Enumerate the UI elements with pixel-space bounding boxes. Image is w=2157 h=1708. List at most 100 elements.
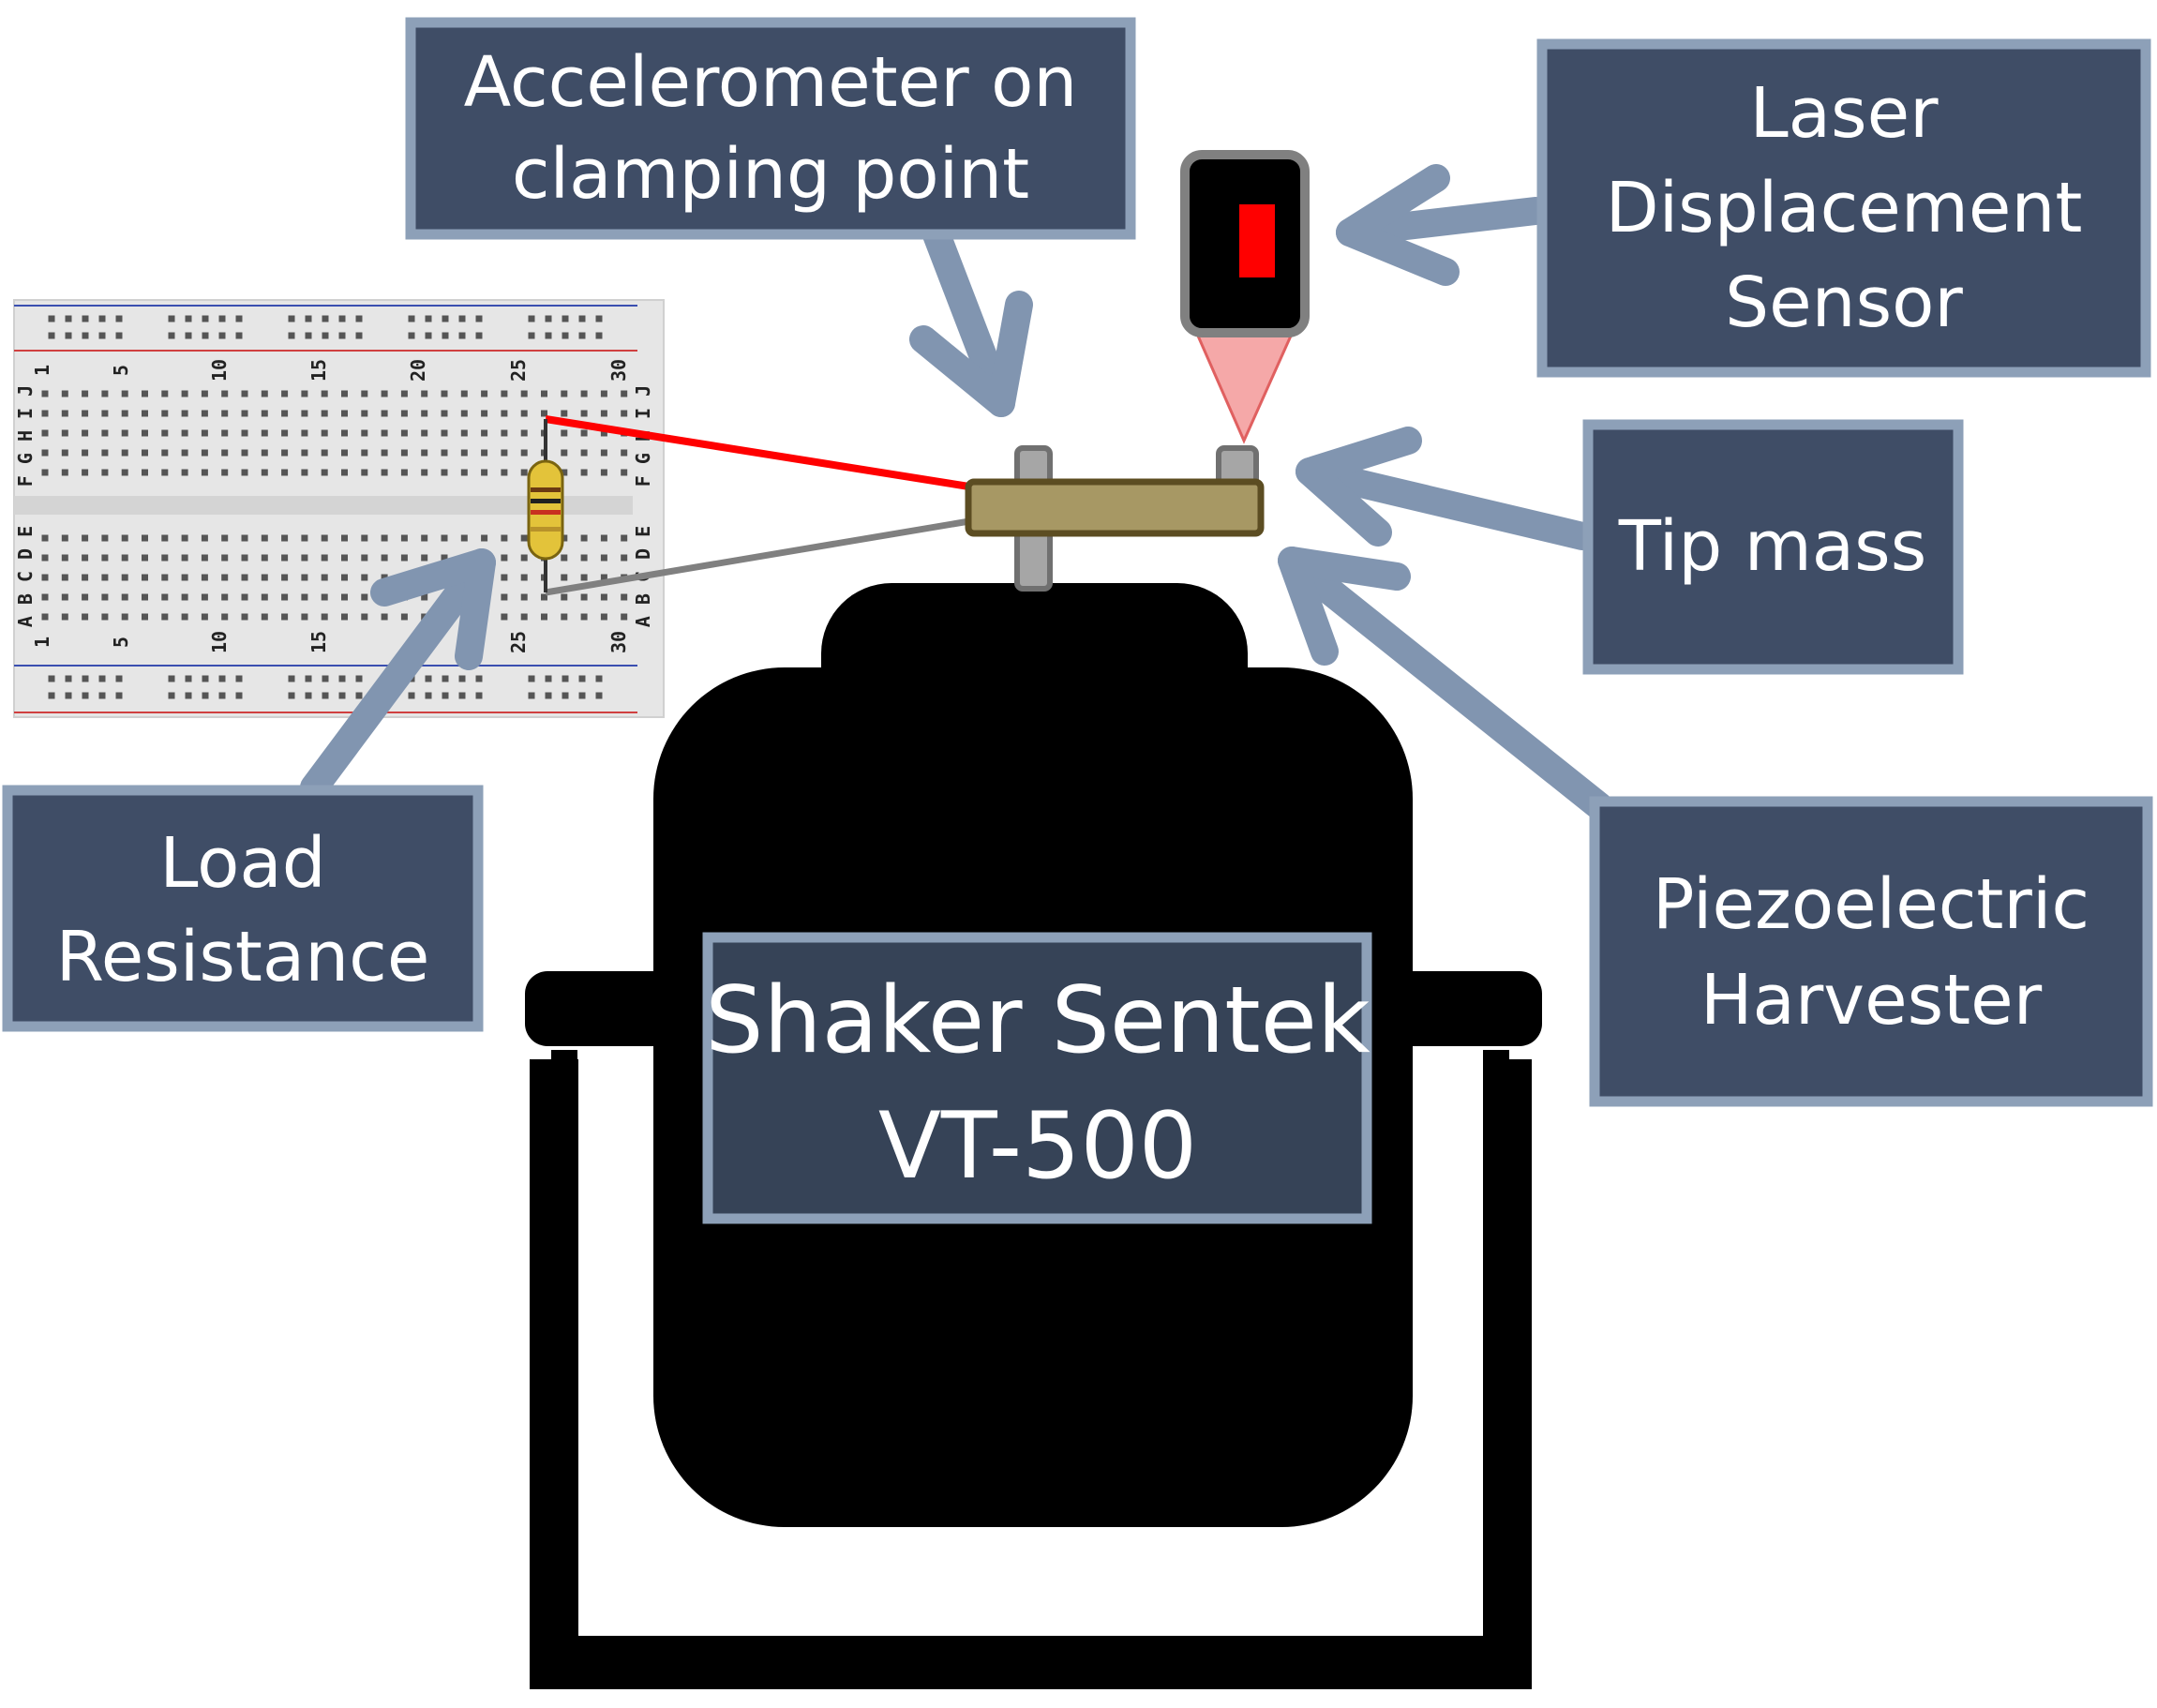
breadboard-hole	[321, 613, 328, 621]
breadboard-hole	[142, 390, 148, 397]
breadboard-hole	[101, 429, 109, 437]
breadboard-hole	[441, 390, 448, 397]
breadboard-hole	[82, 554, 89, 562]
breadboard-hole	[41, 469, 49, 476]
breadboard-hole	[321, 554, 328, 562]
breadboard-hole	[528, 675, 535, 682]
breadboard-hole	[580, 469, 588, 476]
arrow-laser	[1336, 164, 1550, 286]
breadboard-hole	[441, 534, 448, 542]
breadboard-hole	[421, 410, 428, 417]
breadboard-hole	[578, 692, 586, 699]
breadboard-hole	[561, 410, 568, 417]
breadboard-hole	[241, 574, 248, 581]
breadboard-hole	[221, 554, 229, 562]
breadboard-hole	[161, 613, 169, 621]
breadboard-hole	[101, 449, 109, 457]
breadboard-hole	[181, 429, 188, 437]
breadboard-hole	[288, 332, 295, 339]
breadboard-hole	[168, 332, 175, 339]
breadboard-hole	[61, 574, 68, 581]
breadboard-hole	[201, 469, 208, 476]
breadboard-hole	[235, 315, 243, 322]
breadboard-hole	[121, 449, 128, 457]
breadboard-hole	[161, 390, 169, 397]
breadboard-hole	[400, 469, 408, 476]
breadboard-hole	[381, 469, 388, 476]
bb-col-number: 15	[307, 631, 330, 653]
breadboard-hole	[460, 410, 468, 417]
breadboard-hole	[421, 390, 428, 397]
breadboard-hole	[338, 332, 346, 339]
breadboard-hole	[142, 554, 148, 562]
breadboard-hole	[442, 315, 449, 322]
breadboard-hole	[381, 613, 388, 621]
breadboard-hole	[600, 593, 607, 601]
label-text: clamping point	[512, 134, 1029, 215]
breadboard-hole	[321, 593, 328, 601]
arrow-accelerometer	[909, 216, 1033, 417]
breadboard-hole	[600, 613, 607, 621]
breadboard-hole	[381, 574, 388, 581]
breadboard-hole	[341, 390, 348, 397]
breadboard-hole	[580, 593, 588, 601]
breadboard-hole	[201, 449, 208, 457]
breadboard-hole	[520, 449, 528, 457]
breadboard-hole	[408, 692, 415, 699]
label-shaker: Shaker Sentek VT-500	[702, 932, 1372, 1224]
breadboard-hole	[185, 315, 192, 322]
breadboard-hole	[322, 315, 329, 322]
breadboard-hole	[621, 410, 628, 417]
breadboard-hole	[82, 449, 89, 457]
breadboard-hole	[561, 534, 568, 542]
breadboard-icon: 1 5 10 15 20 25 30 1 5 10 15 25 30 F G H…	[13, 299, 665, 718]
breadboard-hole	[281, 613, 289, 621]
breadboard-hole	[578, 332, 586, 339]
breadboard-hole	[545, 675, 552, 682]
breadboard-hole	[361, 554, 368, 562]
breadboard-hole	[421, 429, 428, 437]
breadboard-hole	[98, 675, 106, 682]
breadboard-hole	[475, 315, 483, 322]
breadboard-hole	[580, 390, 588, 397]
breadboard-hole	[321, 469, 328, 476]
breadboard-hole	[460, 449, 468, 457]
breadboard-hole	[61, 449, 68, 457]
breadboard-hole	[421, 593, 428, 601]
breadboard-hole	[600, 534, 607, 542]
breadboard-hole	[458, 315, 466, 322]
breadboard-hole	[545, 315, 552, 322]
breadboard-hole	[82, 390, 89, 397]
breadboard-hole	[142, 574, 148, 581]
breadboard-hole	[82, 675, 89, 682]
breadboard-hole	[501, 410, 508, 417]
bb-col-number: 25	[507, 359, 530, 382]
breadboard-hole	[600, 390, 607, 397]
breadboard-hole	[460, 534, 468, 542]
breadboard-hole	[288, 675, 295, 682]
breadboard-hole	[261, 554, 268, 562]
breadboard-hole	[460, 469, 468, 476]
breadboard-hole	[321, 429, 328, 437]
breadboard-hole	[168, 692, 175, 699]
breadboard-hole	[185, 692, 192, 699]
breadboard-hole	[82, 410, 89, 417]
breadboard-hole	[261, 534, 268, 542]
breadboard-hole	[288, 692, 295, 699]
label-accelerometer: Accelerometer on clamping point	[405, 17, 1136, 240]
breadboard-hole	[425, 675, 432, 682]
breadboard-hole	[341, 593, 348, 601]
breadboard-hole	[61, 593, 68, 601]
breadboard-hole	[621, 613, 628, 621]
label-tip-mass: Tip mass	[1582, 419, 1964, 675]
breadboard-hole	[301, 534, 308, 542]
breadboard-hole	[201, 593, 208, 601]
breadboard-hole	[161, 469, 169, 476]
breadboard-hole	[41, 390, 49, 397]
breadboard-hole	[361, 534, 368, 542]
breadboard-hole	[561, 429, 568, 437]
breadboard-hole	[475, 675, 483, 682]
breadboard-hole	[355, 315, 363, 322]
breadboard-hole	[142, 534, 148, 542]
breadboard-hole	[341, 449, 348, 457]
